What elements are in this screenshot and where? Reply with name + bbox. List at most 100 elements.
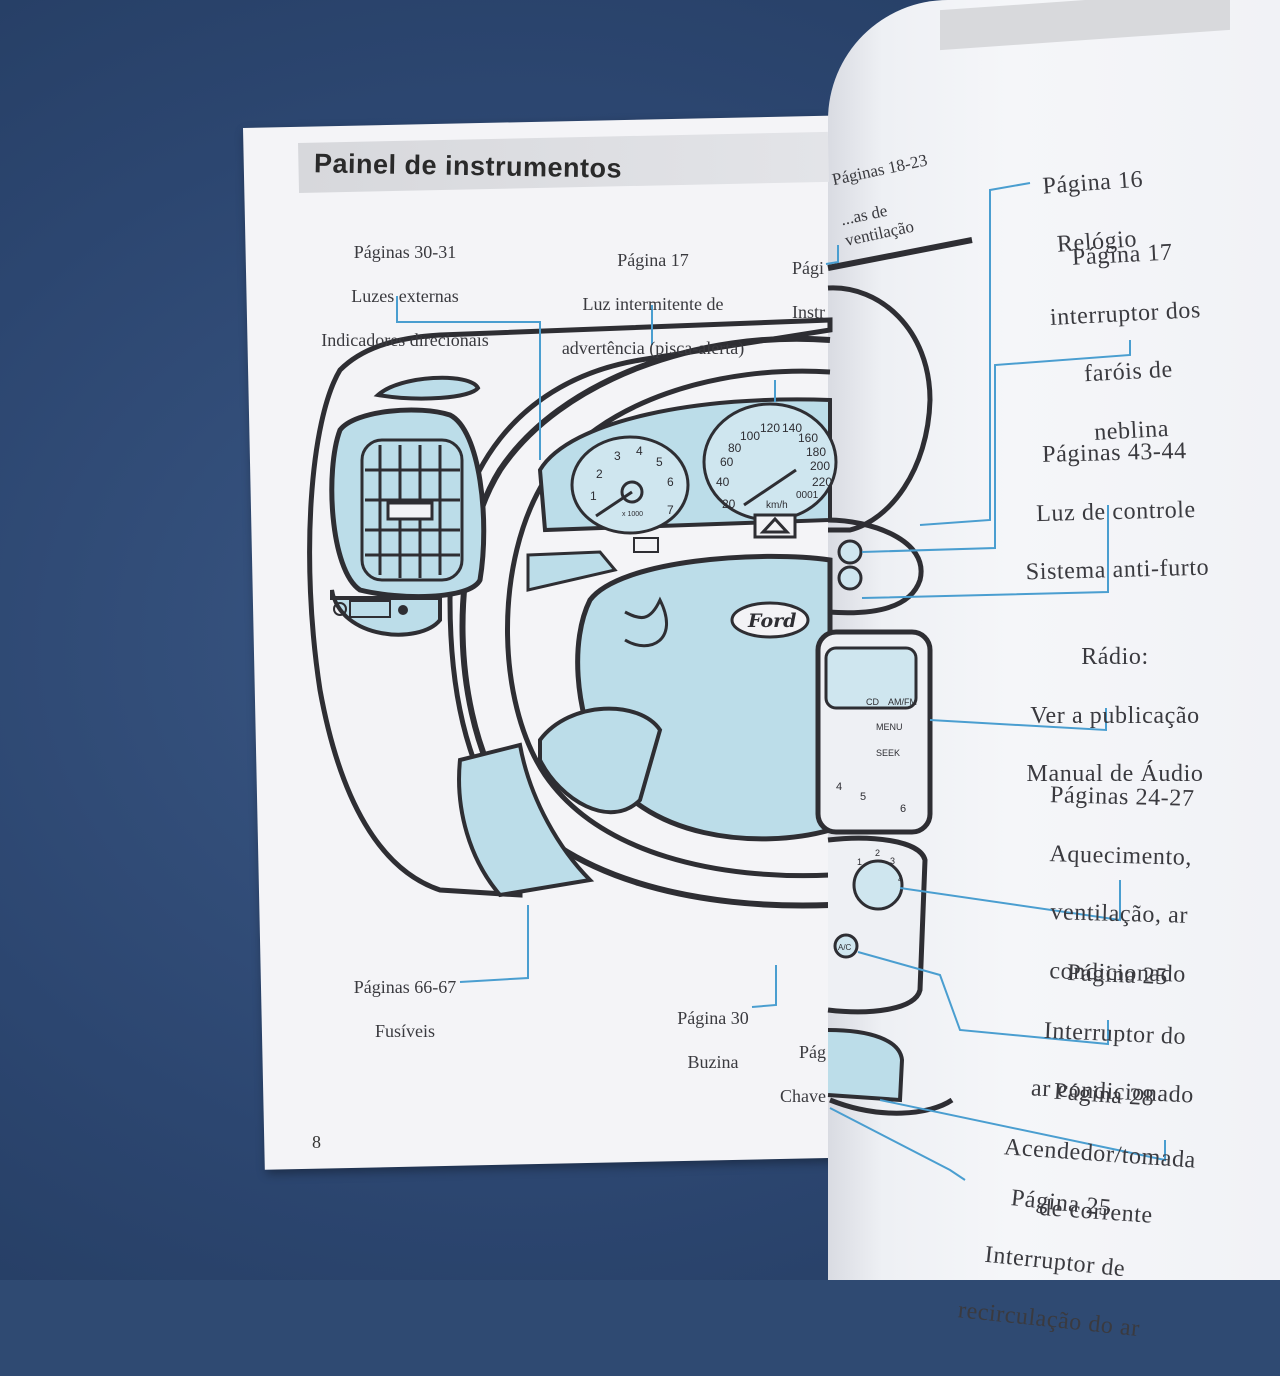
speedo-mark: 120: [760, 421, 780, 435]
wheel-rim-inner: [505, 368, 831, 879]
page-number: 8: [312, 1132, 321, 1152]
tach-needle: [595, 490, 633, 518]
speedo-mark: 160: [798, 431, 818, 445]
callout-line: Chave: [780, 1085, 826, 1106]
speedo-mark: 200: [810, 459, 830, 473]
fan-mark: 4: [898, 874, 903, 884]
radio-amfm: AM/FM: [888, 697, 917, 707]
center-switch-shell: [827, 517, 924, 616]
callout-antifurto: Páginas 43-44 Luz de controle Sistema an…: [993, 407, 1238, 618]
light-stalk: [526, 550, 618, 592]
radio-menu: MENU: [876, 722, 903, 732]
callout-line: Pági: [792, 257, 825, 278]
callout-chave: Pág Chave: [778, 1020, 826, 1130]
callout-line: faróis de: [1083, 356, 1174, 388]
tach-unit: x 1000: [622, 511, 643, 518]
speedo-mark: 20: [722, 497, 736, 511]
fog-light-switch: [837, 539, 863, 565]
callout-line: Indicadores direcionais: [321, 329, 489, 350]
callout-line: Ver a publicação: [1030, 702, 1200, 729]
fan-mark: 1: [857, 857, 862, 867]
fan-marks: 1 2 3 4: [857, 848, 903, 884]
speedo-scale: 20 40 60 80 100 120 140 160 180 200 220 …: [716, 421, 832, 511]
switch-knob: [333, 602, 347, 616]
vent-grille: [360, 438, 464, 582]
callout-line: Páginas 43-44: [1041, 438, 1187, 469]
odometer: 0001: [796, 490, 819, 501]
radio-cd: CD: [866, 697, 879, 707]
radio-labels: CD AM/FM MENU SEEK 4 5 6: [836, 697, 917, 815]
callout-fusiveis: Páginas 66-67 Fusíveis: [335, 955, 475, 1065]
callout-line: Página 25: [1066, 960, 1169, 991]
speedo-mark: 100: [740, 429, 760, 443]
callout-line: Luzes externas: [351, 285, 459, 306]
callout-line: Buzina: [687, 1051, 739, 1072]
tachometer: [570, 435, 690, 535]
lighter-socket: [827, 1028, 905, 1103]
callout-line: Fusíveis: [374, 1020, 435, 1041]
callout-line: Aquecimento,: [1049, 840, 1193, 871]
hazard-icon: [759, 516, 791, 534]
tach-scale: 1 2 3 4 5 6 7 x 1000: [590, 444, 674, 518]
callout-line: Luz intermitente de: [582, 293, 724, 314]
tach-mark: 5: [656, 455, 663, 469]
callout-line: Instr: [792, 301, 825, 322]
callout-line: Páginas 24-27: [1049, 782, 1195, 813]
ac-label: A/C: [838, 943, 852, 952]
callout-line: Manual de Áudio: [1026, 761, 1204, 788]
callout-line: Página 17: [1071, 239, 1174, 272]
callout-line: Página 28: [1052, 1078, 1156, 1112]
tach-mark: 1: [590, 489, 597, 503]
callout-line: Sistema anti-furto: [1025, 554, 1210, 586]
callout-line: ...as de ventilação: [838, 201, 916, 250]
callout-luzes-externas: Páginas 30-31 Luzes externas Indicadores…: [300, 220, 510, 374]
speedo-mark: 40: [716, 475, 730, 489]
tach-mark: 6: [667, 475, 674, 489]
callout-buzina: Página 30 Buzina: [658, 986, 768, 1096]
defrost-vent: [373, 375, 481, 401]
radio-preset-5: 5: [860, 791, 866, 803]
callout-line: Página 25: [1009, 1185, 1113, 1222]
callout-line: recirculação do ar: [956, 1297, 1142, 1343]
right-vent-shell: [827, 285, 933, 533]
column-cover: [457, 742, 595, 898]
tach-mark: 3: [614, 449, 621, 463]
radio-preset-6: 6: [900, 803, 906, 815]
callout-line: advertência (pisca-alerta): [561, 337, 745, 358]
callout-line: Páginas 30-31: [353, 241, 457, 262]
tach-mark: 4: [636, 444, 643, 458]
dash-top-edge: [827, 237, 973, 271]
fan-mark: 2: [875, 848, 880, 858]
ford-logo-text: Ford: [747, 610, 796, 632]
battery-icon: [633, 537, 659, 553]
switch-led: [398, 605, 408, 615]
fan-mark: 3: [890, 856, 895, 866]
tach-mark: 7: [667, 503, 674, 517]
ac-button: [833, 933, 859, 959]
lower-spoke: [538, 706, 663, 815]
speedo-mark: 140: [782, 421, 802, 435]
callout-lines: [396, 182, 1166, 1181]
radio-preset-4: 4: [836, 781, 842, 793]
callout-line: Páginas 66-67: [353, 976, 457, 997]
speedo-mark: 80: [728, 441, 742, 455]
callout-line: Páginas 18-23: [830, 150, 929, 189]
callout-line: Luz de controle: [1035, 496, 1197, 527]
callout-line: interruptor dos: [1049, 296, 1202, 331]
speedo-mark: 220: [812, 475, 832, 489]
fan-knob: [852, 859, 904, 911]
callout-line: Página 17: [617, 249, 689, 270]
speedo-unit: km/h: [766, 500, 788, 511]
horn-icon: [624, 596, 668, 648]
callout-recirculacao: Página 25 Interruptor de recirculação do…: [935, 1149, 1175, 1376]
dashboard-diagram: 1 2 3 4 5 6 7 x 1000 20 40 60 80 100 120…: [307, 182, 1166, 1181]
callout-line: Pág: [799, 1041, 826, 1062]
tach-hub: [620, 480, 644, 504]
callout-line: Interruptor de: [983, 1241, 1127, 1283]
tach-mark: 2: [596, 467, 603, 481]
speedo-mark: 60: [720, 455, 734, 469]
speedo-mark: 180: [806, 445, 826, 459]
callout-line: Página 30: [677, 1007, 749, 1028]
radio-seek: SEEK: [876, 748, 900, 758]
radio-face: [824, 646, 918, 710]
